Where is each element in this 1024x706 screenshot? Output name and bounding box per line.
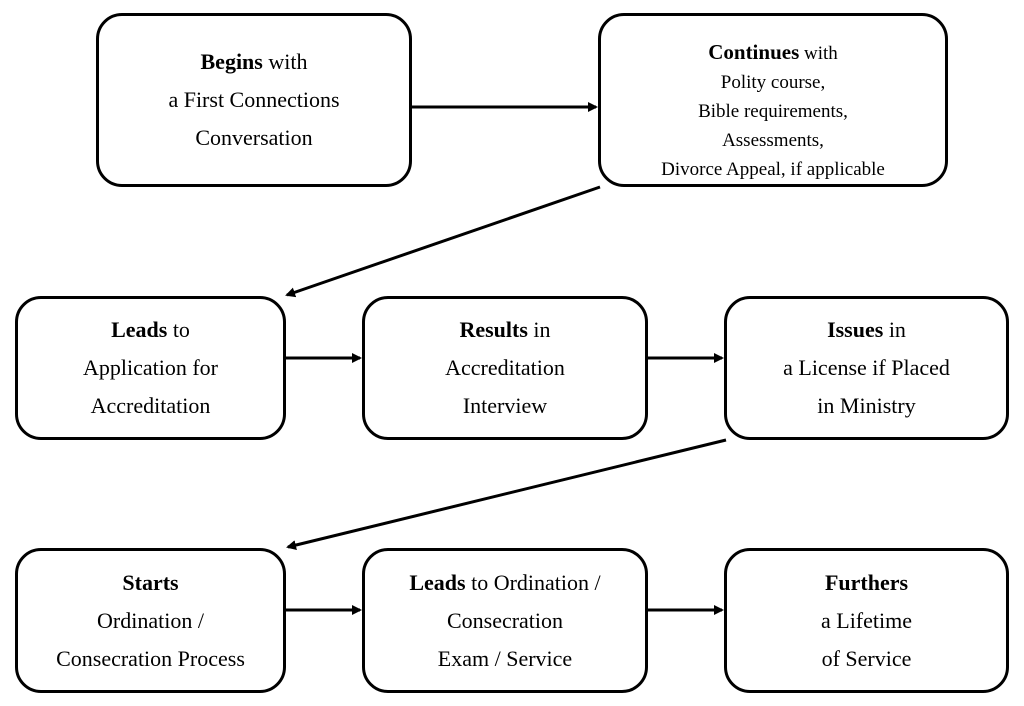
step-results-keyword: Results — [459, 317, 528, 342]
step-furthers-line: of Service — [821, 645, 912, 671]
step-leads-box: Leads to Application for Accreditation — [15, 296, 286, 440]
step-issues-line: in Ministry — [817, 393, 916, 418]
step-starts-line: Ordination / — [97, 607, 204, 633]
step-furthers-heading: Furthers — [825, 564, 908, 602]
step-begins-heading: Begins with — [201, 43, 308, 81]
step-leads2-heading-rest: to Ordination / — [465, 569, 601, 595]
step-furthers-keyword: Furthers — [824, 569, 909, 595]
step-continues-heading: Continues with — [708, 38, 838, 68]
step-starts-keyword: Starts — [122, 569, 179, 595]
step-continues-box: Continues with Polity course, Bible requ… — [598, 13, 948, 187]
step-leads-heading-rest: to — [167, 317, 190, 342]
step-begins-keyword: Begins — [200, 49, 263, 74]
step-issues-box: Issues in a License if Placed in Ministr… — [724, 296, 1009, 440]
step-furthers-line: a Lifetime — [820, 607, 912, 633]
step-issues-keyword: Issues — [827, 317, 884, 342]
step-continues-line: Bible requirements, — [698, 101, 848, 122]
step-issues-line: a License if Placed — [783, 355, 950, 380]
step-continues-line: Assessments, — [722, 130, 824, 151]
step-issues-heading: Issues in — [827, 311, 906, 349]
step-leads-line: Accreditation — [90, 393, 211, 418]
step-results-heading-rest: in — [527, 317, 551, 342]
step-leads2-line: Exam / Service — [437, 645, 573, 671]
arrow-issues-to-starts — [286, 438, 727, 550]
step-continues-line: Divorce Appeal, if applicable — [661, 159, 885, 180]
step-leads-keyword: Leads — [111, 317, 168, 342]
step-begins-line: Conversation — [195, 125, 313, 150]
step-results-line: Accreditation — [445, 355, 565, 380]
step-furthers-box: Furthers a Lifetime of Service — [724, 548, 1009, 693]
step-begins-heading-rest: with — [262, 49, 308, 74]
step-starts-box: Starts Ordination / Consecration Process — [15, 548, 286, 693]
arrow-continues-to-leads — [285, 185, 601, 298]
step-begins-box: Begins with a First Connections Conversa… — [96, 13, 412, 187]
step-leads2-line: Consecration — [446, 607, 564, 633]
step-begins-line: a First Connections — [168, 87, 340, 112]
step-leads-line: Application for — [82, 355, 219, 380]
step-leads2-box: Leads to Ordination / Consecration Exam … — [362, 548, 648, 693]
step-continues-heading-rest: with — [799, 43, 838, 64]
step-leads2-heading: Leads to Ordination / — [409, 564, 600, 602]
step-issues-heading-rest: in — [883, 317, 906, 342]
step-results-heading: Results in — [459, 311, 550, 349]
step-results-box: Results in Accreditation Interview — [362, 296, 648, 440]
step-starts-heading: Starts — [122, 564, 178, 602]
step-leads-heading: Leads to — [111, 311, 190, 349]
step-leads2-keyword: Leads — [409, 569, 466, 595]
step-continues-line: Polity course, — [720, 72, 826, 93]
step-starts-line: Consecration Process — [56, 645, 245, 671]
step-continues-keyword: Continues — [708, 40, 800, 64]
step-results-line: Interview — [462, 393, 548, 418]
